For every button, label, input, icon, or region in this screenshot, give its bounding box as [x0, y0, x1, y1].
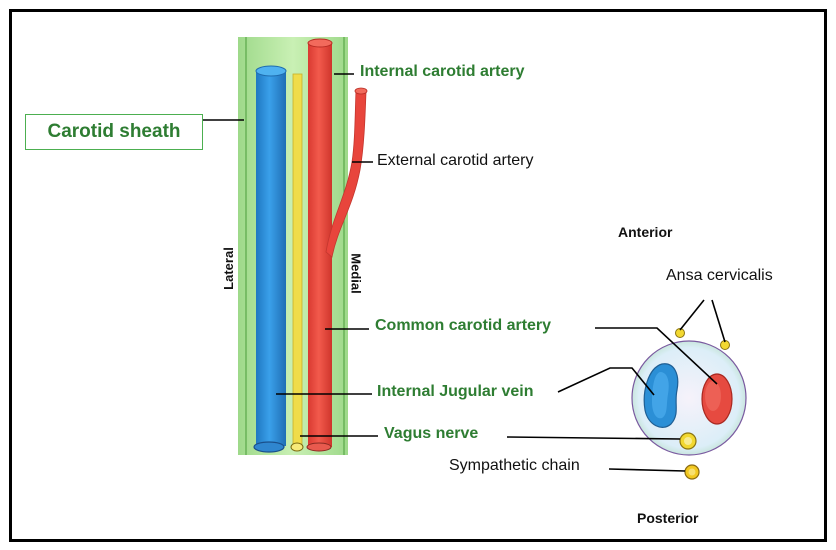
leader-internal-jugular-section: [557, 367, 655, 396]
carotid-sheath-label: Carotid sheath: [25, 114, 203, 150]
carotid-sheath-text: Carotid sheath: [47, 121, 181, 142]
sympathetic-chain-label: Sympathetic chain: [449, 457, 580, 474]
leader-ansa-left: [679, 299, 705, 331]
ansa-cervicalis-label: Ansa cervicalis: [666, 267, 773, 284]
anterior-label: Anterior: [618, 224, 673, 240]
carotid-diagram: [192, 37, 747, 480]
diagram-frame: Carotid sheath Internal carotid artery E…: [9, 9, 827, 542]
leader-common-carotid-section: [595, 327, 718, 385]
vagus-bottom-end: [290, 442, 304, 452]
external-carotid-top-end: [354, 87, 368, 95]
cross-section-vein-highlight: [652, 372, 669, 419]
vein-bottom-end: [253, 441, 285, 453]
artery-bottom-end: [306, 442, 332, 452]
vagus-nerve-label: Vagus nerve: [384, 425, 479, 442]
cross-section-artery-highlight: [705, 381, 721, 411]
external-carotid-artery-label: External carotid artery: [377, 152, 534, 169]
vein-top-end: [255, 65, 287, 77]
internal-jugular-vein-label: Internal Jugular vein: [377, 383, 534, 400]
sympathetic-chain-node-center: [688, 468, 696, 476]
leader-ansa-right: [711, 299, 726, 343]
lateral-label: Lateral: [220, 247, 236, 290]
internal-carotid-artery-label: Internal carotid artery: [360, 63, 525, 80]
artery-top-end: [307, 38, 333, 48]
ansa-cervicalis-left: [675, 328, 685, 338]
internal-jugular-vein: [256, 70, 286, 446]
medial-label: Medial: [348, 253, 364, 294]
common-carotid-artery-label: Common carotid artery: [375, 317, 552, 334]
posterior-label: Posterior: [637, 510, 699, 526]
cross-section-vagus-center: [684, 437, 692, 445]
leader-sympathetic-chain: [608, 468, 686, 472]
leader-vagus-section: [506, 436, 681, 440]
vagus-nerve: [292, 73, 303, 447]
